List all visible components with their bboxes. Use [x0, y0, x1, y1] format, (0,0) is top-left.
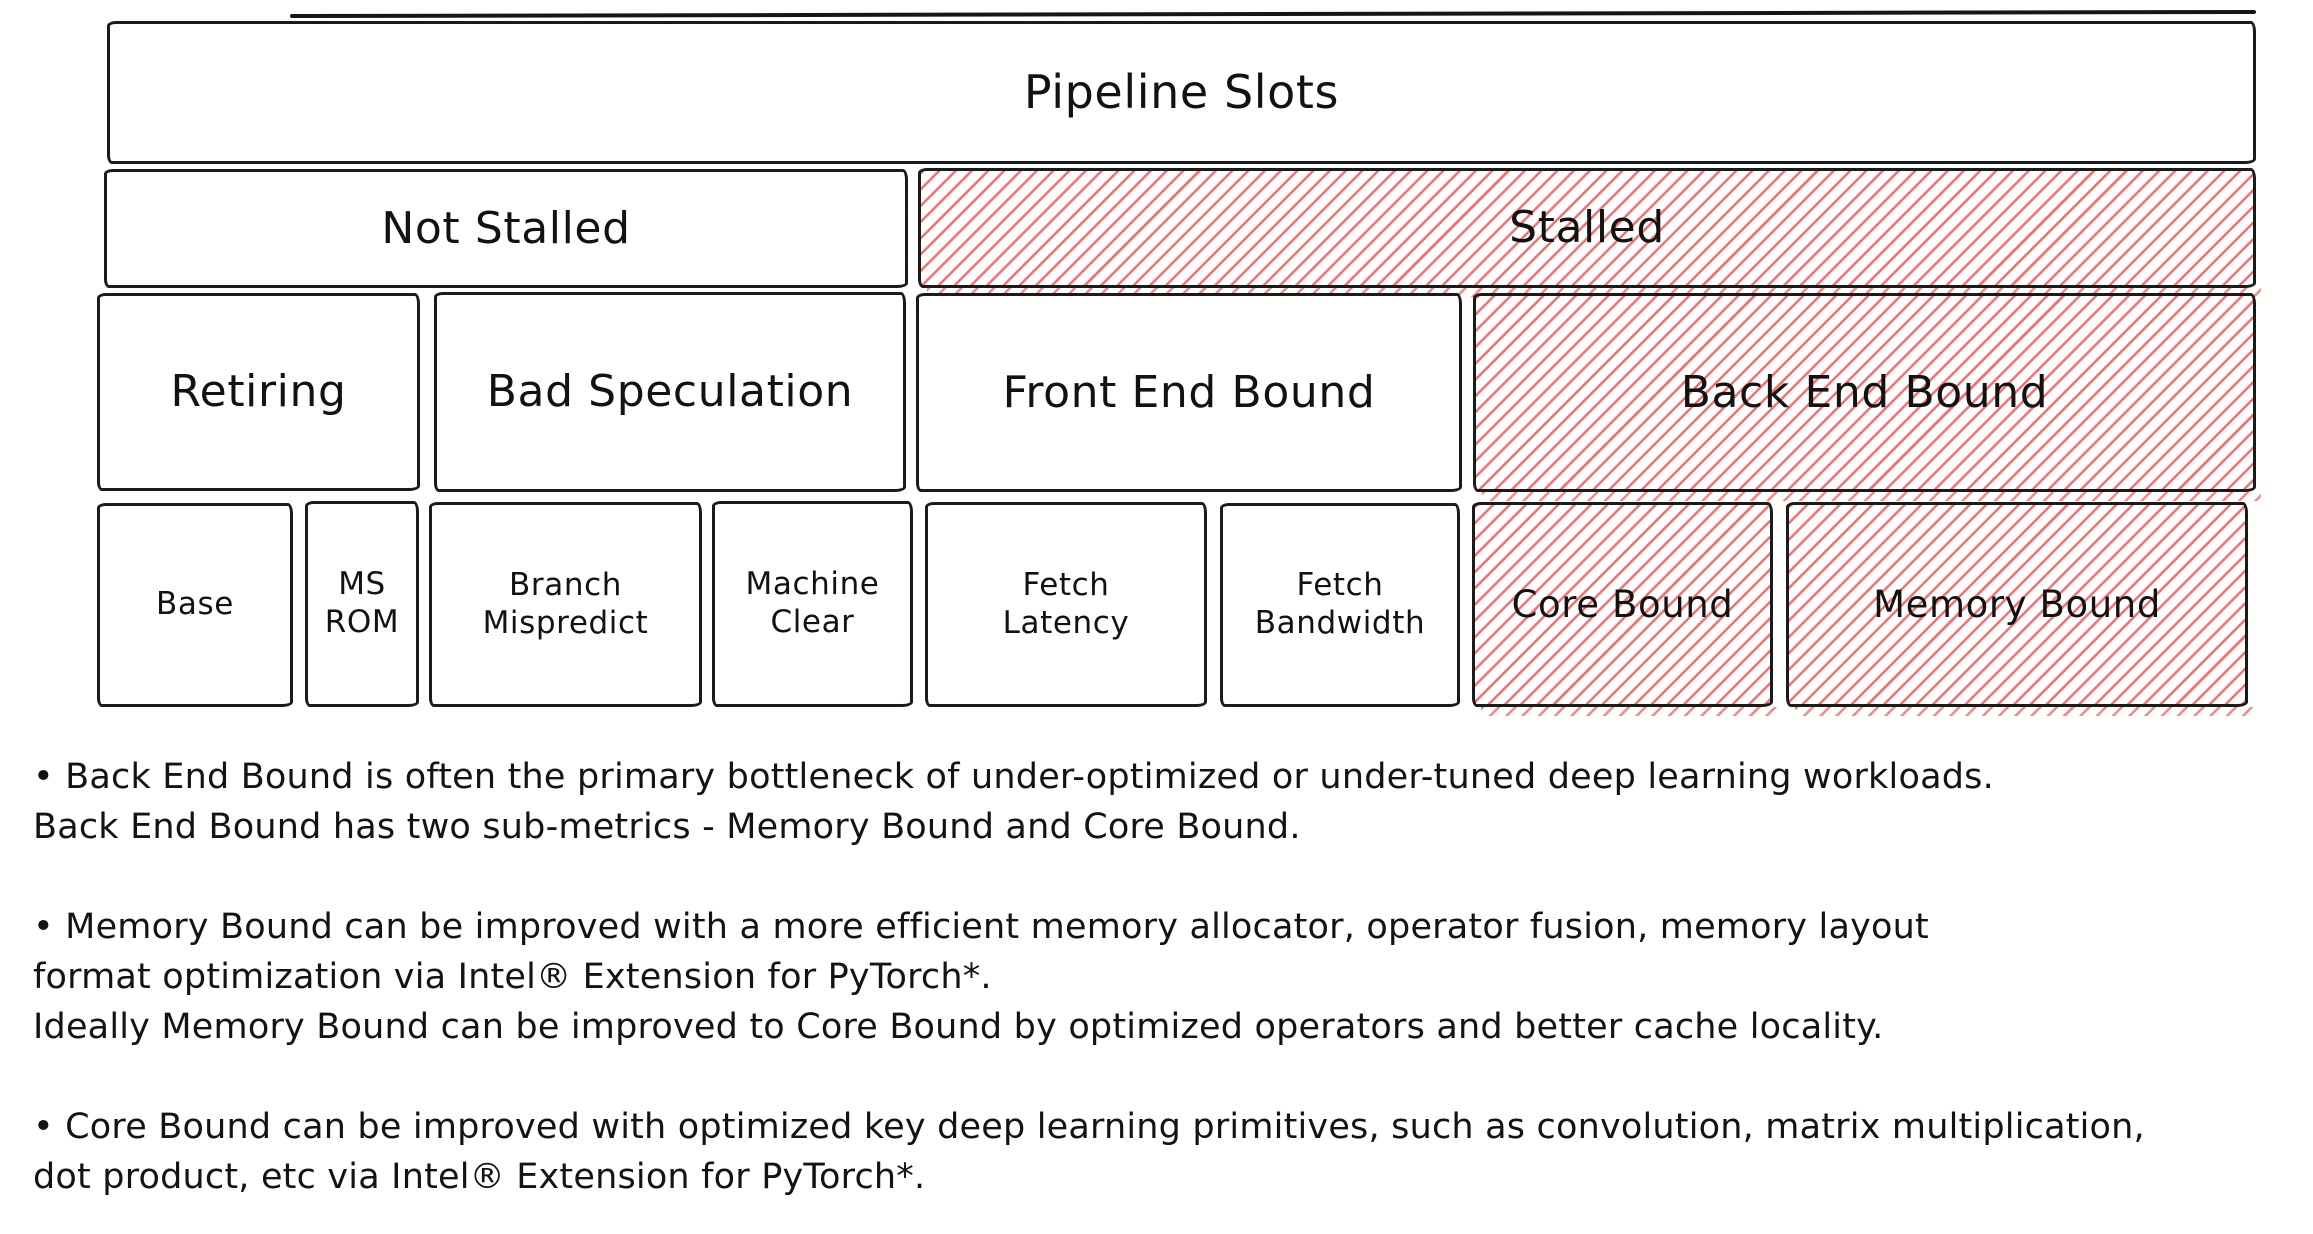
note-core-bound: • Core Bound can be improved with optimi…: [33, 1102, 2295, 1202]
note-back-end-bound: • Back End Bound is often the primary bo…: [33, 752, 2295, 852]
notes-section: • Back End Bound is often the primary bo…: [33, 752, 2295, 1234]
box-back-end-bound: Back End Bound: [1473, 293, 2261, 501]
box-stalled: Stalled: [918, 168, 2261, 297]
box-fetch-latency: Fetch Latency: [925, 502, 1207, 707]
box-fetch-bandwidth: Fetch Bandwidth: [1220, 503, 1460, 707]
box-core-bound: Core Bound: [1472, 502, 1778, 716]
box-core-bound-label: Core Bound: [1511, 582, 1734, 626]
box-fetch-bandwidth-label: Fetch Bandwidth: [1254, 567, 1426, 641]
box-memory-bound: Memory Bound: [1786, 502, 2253, 716]
box-branch-mispredict-label: Branch Mispredict: [482, 566, 649, 641]
box-machine-clear-label: Machine Clear: [745, 566, 880, 640]
box-front-end-bound-label: Front End Bound: [1002, 366, 1376, 418]
box-bad-speculation-label: Bad Speculation: [486, 366, 854, 418]
box-front-end-bound: Front End Bound: [916, 293, 1462, 492]
note-line: format optimization via Intel® Extension…: [33, 957, 992, 997]
box-base-label: Base: [156, 586, 234, 623]
box-base: Base: [97, 503, 293, 707]
note-line: Ideally Memory Bound can be improved to …: [33, 1007, 1884, 1047]
box-back-end-bound-label: Back End Bound: [1680, 366, 2049, 418]
box-fetch-latency-label: Fetch Latency: [1002, 566, 1130, 641]
note-line: Back End Bound has two sub-metrics - Mem…: [33, 807, 1301, 847]
box-machine-clear: Machine Clear: [712, 501, 913, 707]
note-line: • Memory Bound can be improved with a mo…: [33, 907, 1929, 947]
note-line: • Back End Bound is often the primary bo…: [33, 757, 1994, 797]
box-pipeline-slots: Pipeline Slots: [107, 21, 2256, 164]
box-not-stalled-label: Not Stalled: [381, 202, 631, 254]
box-retiring: Retiring: [97, 293, 420, 491]
box-pipeline-slots-label: Pipeline Slots: [1023, 65, 1340, 120]
box-retiring-label: Retiring: [170, 366, 347, 418]
note-line: • Core Bound can be improved with optimi…: [33, 1107, 2145, 1147]
box-stalled-label: Stalled: [1509, 202, 1665, 254]
note-line: dot product, etc via Intel® Extension fo…: [33, 1157, 926, 1197]
sketch-overdraw-line: [289, 9, 2257, 19]
box-ms-rom-label: MS ROM: [324, 566, 400, 640]
box-bad-speculation: Bad Speculation: [434, 292, 906, 492]
box-memory-bound-label: Memory Bound: [1873, 582, 2161, 626]
box-branch-mispredict: Branch Mispredict: [429, 502, 702, 707]
note-memory-bound: • Memory Bound can be improved with a mo…: [33, 902, 2295, 1052]
box-not-stalled: Not Stalled: [104, 169, 908, 288]
box-ms-rom: MS ROM: [305, 501, 419, 707]
